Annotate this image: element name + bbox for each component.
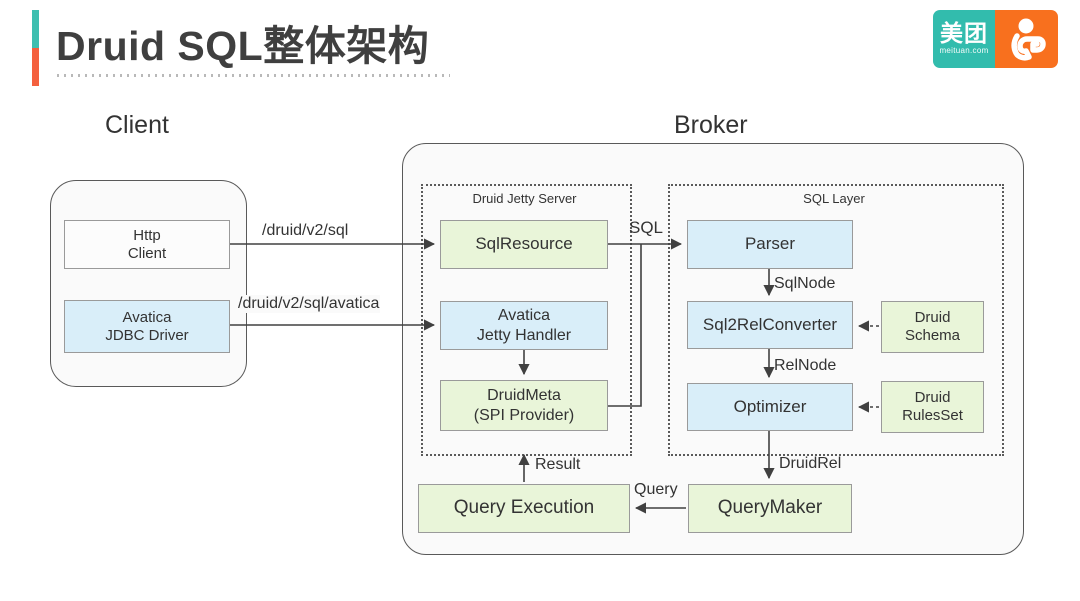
node-optimizer[interactable]: Optimizer	[687, 383, 853, 431]
node-druid-rulesset[interactable]: Druid RulesSet	[881, 381, 984, 433]
edge-label-query: Query	[634, 481, 678, 498]
logo-wordmark-panel: 美团 meituan.com	[933, 10, 995, 68]
edge-label-relnode: RelNode	[774, 357, 837, 374]
edge-label-druidrel: DruidRel	[779, 455, 842, 472]
node-druid-schema[interactable]: Druid Schema	[881, 301, 984, 353]
edge-label-sql: SQL	[629, 218, 664, 237]
node-querymaker[interactable]: QueryMaker	[688, 484, 852, 533]
node-avatica-jdbc-driver[interactable]: Avatica JDBC Driver	[64, 300, 230, 353]
edge-label-result: Result	[535, 456, 581, 473]
logo-mascot-panel	[995, 10, 1058, 68]
meituan-logo: 美团 meituan.com	[933, 10, 1058, 68]
logo-url-text: meituan.com	[939, 46, 989, 55]
broker-section-caption: Broker	[674, 111, 748, 139]
node-sqlresource[interactable]: SqlResource	[440, 220, 608, 269]
title-dotted-underline	[57, 74, 450, 77]
kangaroo-mascot-icon	[1011, 18, 1046, 61]
client-panel	[50, 180, 247, 387]
node-druidmeta[interactable]: DruidMeta (SPI Provider)	[440, 380, 608, 431]
edge-label-druid-v2-sql: /druid/v2/sql	[262, 222, 349, 239]
node-http-client[interactable]: Http Client	[64, 220, 230, 269]
page-title: Druid SQL整体架构	[56, 23, 430, 69]
logo-chinese-name: 美团	[940, 20, 988, 46]
node-sql2relconverter[interactable]: Sql2RelConverter	[687, 301, 853, 349]
client-section-caption: Client	[105, 111, 169, 139]
title-accent-bar	[32, 10, 39, 86]
node-parser[interactable]: Parser	[687, 220, 853, 269]
node-avatica-jetty-handler[interactable]: Avatica Jetty Handler	[440, 301, 608, 350]
edge-label-sqlnode: SqlNode	[774, 275, 836, 292]
node-query-execution[interactable]: Query Execution	[418, 484, 630, 533]
druid-jetty-server-label: Druid Jetty Server	[472, 191, 577, 206]
edge-label-druid-v2-sql-avatica: /druid/v2/sql/avatica	[237, 295, 381, 313]
sql-layer-group	[668, 184, 1004, 456]
slide-header: Druid SQL整体架构 美团 meituan.com	[0, 0, 1080, 95]
sql-layer-label: SQL Layer	[803, 191, 865, 206]
